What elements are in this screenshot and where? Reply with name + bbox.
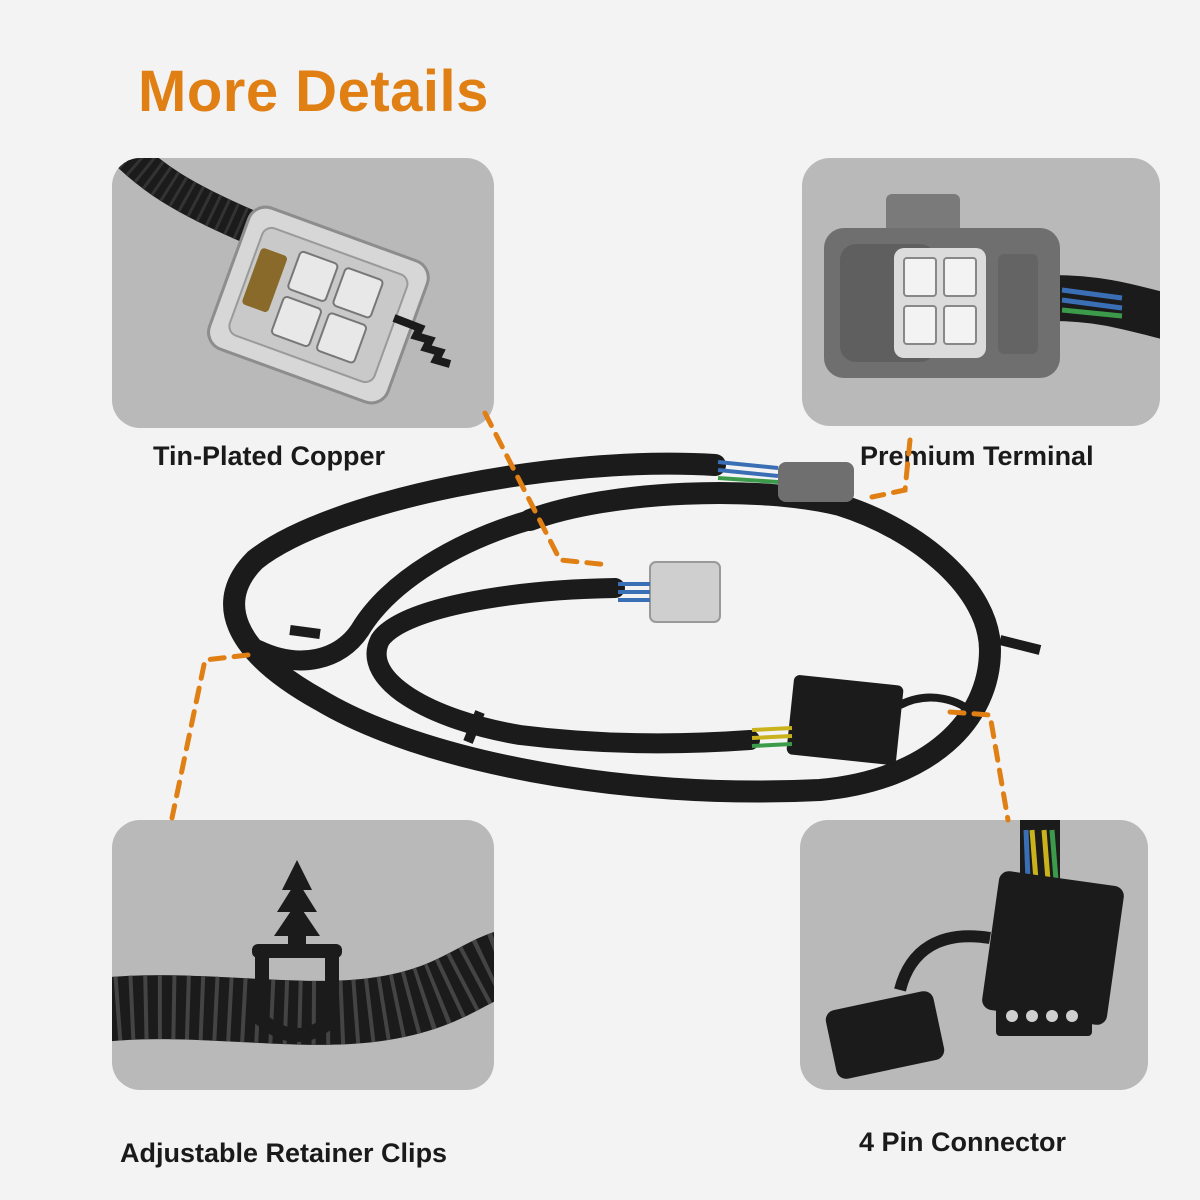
feature-panel-adjustable-retainer-clips bbox=[112, 820, 494, 1090]
feature-label-4-pin-connector: 4 Pin Connector bbox=[859, 1127, 1067, 1157]
feature-panel-4-pin-connector bbox=[800, 820, 1148, 1090]
feature-label-adjustable-retainer-clips: Adjustable Retainer Clips bbox=[120, 1138, 448, 1168]
feature-panel-premium-terminal bbox=[802, 158, 1160, 426]
socket-connector-icon bbox=[112, 158, 452, 405]
callout-lines bbox=[169, 410, 1011, 823]
feature-label-tin-plated-copper: Tin-Plated Copper bbox=[153, 441, 386, 471]
terminal-plug-icon bbox=[824, 194, 1160, 378]
page-title: More Details bbox=[138, 59, 489, 124]
four-pin-flat-connector-icon bbox=[825, 820, 1124, 1079]
retainer-clip-icon bbox=[112, 860, 494, 1045]
feature-label-premium-terminal: Premium Terminal bbox=[860, 441, 1094, 471]
feature-panel-tin-plated-copper bbox=[112, 158, 494, 428]
